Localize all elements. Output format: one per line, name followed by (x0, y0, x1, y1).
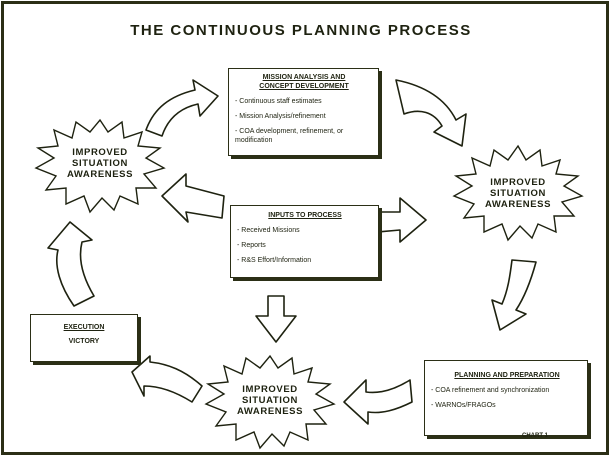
burst-left-shape (34, 118, 166, 214)
planning-heading: PLANNING AND PREPARATION (454, 372, 560, 379)
list-item: - COA development, refinement, or modifi… (235, 128, 344, 144)
mission-analysis-heading: MISSION ANALYSIS AND CONCEPT DEVELOPMENT (259, 74, 349, 90)
arrow-inputs-to-bottom-burst (255, 295, 297, 343)
list-item: - WARNOs/FRAGOs (431, 402, 496, 409)
arrow-bottom-burst-to-execution (131, 355, 203, 403)
list-item: - Received Missions (237, 227, 300, 234)
burst-right-shape (452, 144, 584, 242)
inputs-list: - Received Missions - Reports - R&S Effo… (237, 226, 373, 265)
arrow-planning-to-bottom-burst (343, 379, 413, 425)
planning-box: PLANNING AND PREPARATION - COA refinemen… (424, 360, 588, 436)
list-item: - COA refinement and synchronization (431, 387, 550, 394)
arrow-inputs-to-right-burst (377, 197, 427, 243)
execution-sub: VICTORY (68, 338, 100, 345)
planning-list: - COA refinement and synchronization - W… (431, 386, 583, 410)
arrow-execution-to-left-burst (47, 221, 95, 307)
list-item: - Continuous staff estimates (235, 98, 322, 105)
list-item: - Mission Analysis/refinement (235, 113, 326, 120)
arrow-inputs-to-left-burst (161, 173, 225, 223)
arrow-left-burst-to-mission (145, 79, 219, 137)
burst-right-label: IMPROVED SITUATION AWARENESS (484, 177, 552, 210)
chart-number: CHART 1 (522, 433, 549, 439)
execution-heading: EXECUTION (63, 324, 105, 331)
inputs-heading: INPUTS TO PROCESS (268, 212, 342, 219)
inputs-box: INPUTS TO PROCESS - Received Missions - … (230, 205, 379, 278)
arrow-mission-to-right-burst (395, 79, 467, 147)
burst-left-label: IMPROVED SITUATION AWARENESS (66, 147, 134, 180)
execution-box: EXECUTION VICTORY (30, 314, 138, 362)
burst-bottom-label: IMPROVED SITUATION AWARENESS (236, 384, 304, 417)
list-item: - Reports (237, 242, 266, 249)
list-item: - R&S Effort/Information (237, 257, 312, 264)
diagram-title: THE CONTINUOUS PLANNING PROCESS (130, 22, 472, 39)
mission-analysis-list: - Continuous staff estimates - Mission A… (235, 97, 373, 145)
burst-bottom-shape (204, 354, 336, 450)
mission-analysis-box: MISSION ANALYSIS AND CONCEPT DEVELOPMENT… (228, 68, 379, 156)
arrow-right-burst-to-planning (491, 259, 537, 331)
